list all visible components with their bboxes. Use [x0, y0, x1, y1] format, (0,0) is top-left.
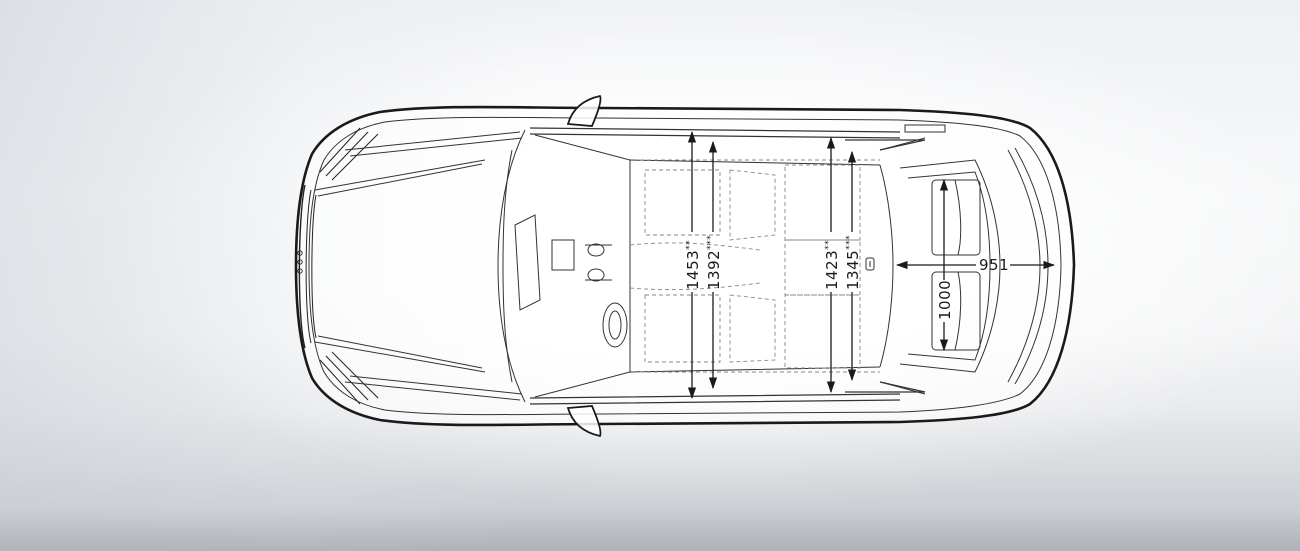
front-grille [297, 127, 379, 405]
dimension-label-front-shoulder: 1453** [684, 240, 702, 290]
dimension-label-trunk-length: 951 [979, 256, 1009, 274]
dimension-label-rear-elbow: 1345*** [844, 235, 862, 290]
hood-lines [314, 131, 523, 401]
car-body-outline [294, 105, 1076, 427]
dimension-lines [687, 130, 1056, 400]
seat-outlines [629, 159, 880, 373]
dimension-label-front-elbow: 1392*** [705, 235, 723, 290]
seat-belt-icon [865, 257, 875, 271]
side-mirrors [566, 94, 602, 438]
dimension-label-rear-shoulder: 1423** [823, 240, 841, 290]
dimension-label-trunk-width: 1000 [936, 280, 954, 320]
cabin-outline [497, 127, 926, 405]
